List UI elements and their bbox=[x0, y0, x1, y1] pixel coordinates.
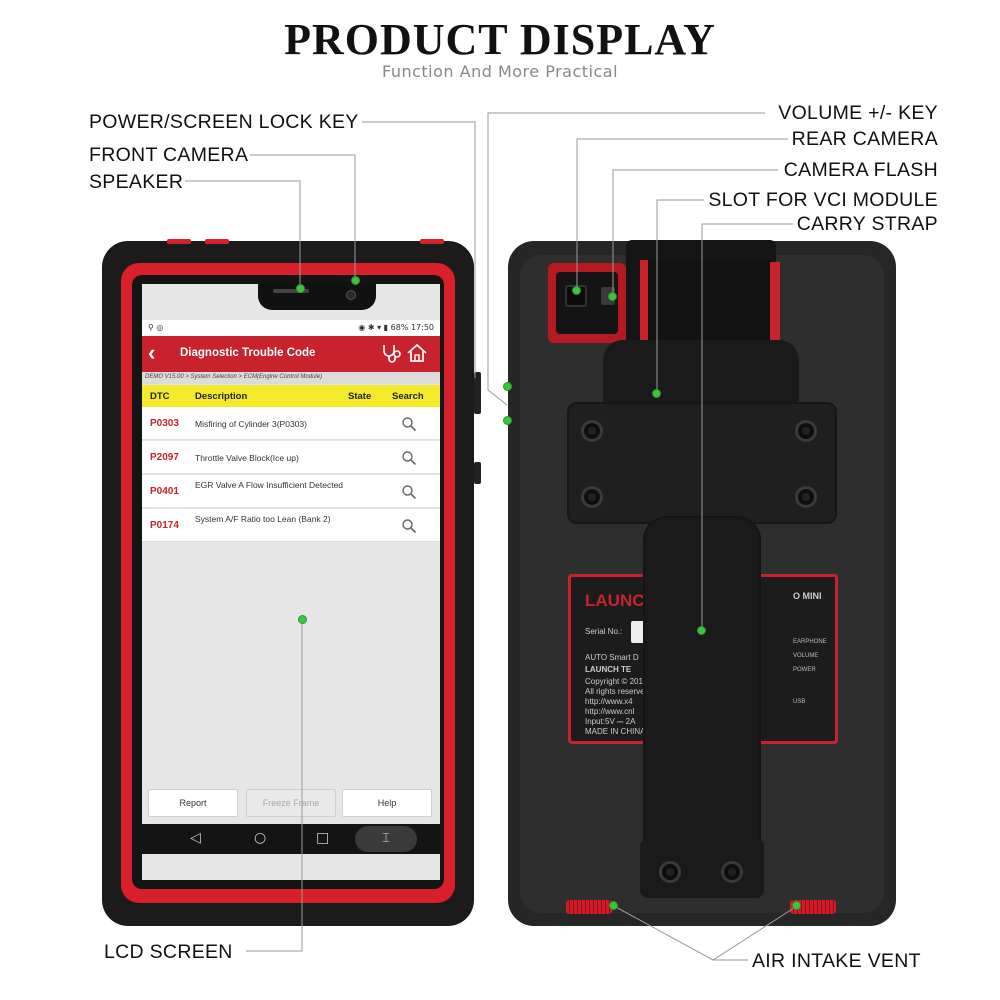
screenshot-button[interactable]: ⌶ bbox=[355, 826, 417, 852]
table-row[interactable]: P0174 System A/F Ratio too Lean (Bank 2) bbox=[142, 509, 440, 542]
air-intake-vent-right bbox=[790, 900, 836, 914]
callout-volume-key: VOLUME +/- KEY bbox=[778, 102, 938, 124]
freeze-frame-button[interactable]: Freeze Frame bbox=[246, 789, 336, 817]
callout-air-vent: AIR INTAKE VENT bbox=[752, 950, 921, 972]
marker-dot-vent-left bbox=[609, 901, 618, 910]
power-button[interactable] bbox=[474, 372, 481, 414]
callout-rear-camera: REAR CAMERA bbox=[791, 128, 938, 150]
port-label: POWER bbox=[793, 667, 816, 673]
back-chevron-icon[interactable]: ‹ bbox=[148, 340, 156, 365]
air-intake-vent-left bbox=[566, 900, 612, 914]
front-top-accent-mid bbox=[205, 239, 229, 244]
col-dtc: DTC bbox=[150, 391, 170, 402]
search-icon[interactable] bbox=[401, 484, 417, 500]
marker-dot-front-camera bbox=[351, 276, 360, 285]
dtc-code: P2097 bbox=[150, 452, 179, 463]
vci-module-label bbox=[640, 260, 770, 340]
table-header: DTC Description State Search bbox=[142, 385, 440, 407]
marker-dot-strap bbox=[697, 626, 706, 635]
nav-home-icon[interactable]: ○ bbox=[254, 830, 267, 846]
marker-dot-volume-down bbox=[503, 416, 512, 425]
dtc-description: Misfiring of Cylinder 3(P0303) bbox=[195, 419, 307, 429]
marker-dot-flash bbox=[608, 292, 617, 301]
dtc-description: Throttle Valve Block(Ice up) bbox=[195, 453, 299, 463]
callout-vci-slot: SLOT FOR VCI MODULE bbox=[708, 189, 938, 211]
app-bar: ‹ Diagnostic Trouble Code bbox=[142, 336, 440, 372]
screen-notch bbox=[258, 282, 376, 310]
stethoscope-icon[interactable] bbox=[380, 343, 402, 363]
carry-strap[interactable] bbox=[643, 516, 761, 846]
label-serial: Serial No.: bbox=[585, 627, 623, 636]
marker-dot-lcd bbox=[298, 615, 307, 624]
label-model: O MINI bbox=[793, 591, 822, 601]
nav-recent-icon[interactable]: □ bbox=[316, 830, 330, 846]
screw bbox=[795, 486, 817, 508]
label-line: LAUNCH TE bbox=[585, 665, 632, 674]
dtc-description: System A/F Ratio too Lean (Bank 2) bbox=[195, 514, 331, 524]
page-title: PRODUCT DISPLAY bbox=[284, 15, 716, 64]
dtc-code: P0303 bbox=[150, 418, 179, 429]
table-row[interactable]: P0401 EGR Valve A Flow Insufficient Dete… bbox=[142, 475, 440, 508]
callout-carry-strap: CARRY STRAP bbox=[796, 213, 938, 235]
callout-lcd-screen: LCD SCREEN bbox=[104, 941, 233, 963]
callout-speaker: SPEAKER bbox=[89, 171, 184, 193]
status-left-icons: ⚲ ◎ bbox=[148, 323, 164, 332]
label-brand: LAUNC bbox=[585, 591, 645, 610]
report-button[interactable]: Report bbox=[148, 789, 238, 817]
label-line: http://www.x4 bbox=[585, 697, 633, 706]
port-label: USB bbox=[793, 699, 806, 705]
label-line: Input:5V ⎓ 2A bbox=[585, 717, 636, 726]
search-icon[interactable] bbox=[401, 518, 417, 534]
table-row[interactable]: P0303 Misfiring of Cylinder 3(P0303) bbox=[142, 407, 440, 440]
strap-mount-plate bbox=[567, 402, 837, 524]
screw bbox=[581, 420, 603, 442]
status-bar: ⚲ ◎ ◉ ✱ ▾ ▮ 68% 17:50 bbox=[142, 320, 440, 336]
front-top-accent-left bbox=[167, 239, 191, 244]
lcd-screen[interactable]: ⚲ ◎ ◉ ✱ ▾ ▮ 68% 17:50 ‹ Diagnostic Troub… bbox=[142, 284, 440, 880]
dtc-code: P0174 bbox=[150, 520, 179, 531]
search-icon[interactable] bbox=[401, 450, 417, 466]
label-line: AUTO Smart D bbox=[585, 653, 639, 662]
label-line: http://www.cnl bbox=[585, 707, 635, 716]
port-label: VOLUME bbox=[793, 653, 819, 659]
label-line: All rights reserved bbox=[585, 687, 650, 696]
label-line: MADE IN CHINA bbox=[585, 727, 646, 736]
callout-power-key: POWER/SCREEN LOCK KEY bbox=[89, 111, 359, 133]
col-search: Search bbox=[392, 391, 424, 402]
breadcrumb: DEMO V15.00 > System Selection > ECM(Eng… bbox=[142, 372, 440, 384]
vci-module-edge bbox=[770, 262, 780, 344]
marker-dot-vent-right bbox=[792, 901, 801, 910]
label-line: Copyright © 2016 bbox=[585, 677, 648, 686]
side-button-lower[interactable] bbox=[474, 462, 481, 484]
port-label: EARPHONE bbox=[793, 639, 827, 645]
help-button[interactable]: Help bbox=[342, 789, 432, 817]
screw bbox=[581, 486, 603, 508]
page-subtitle: Function And More Practical bbox=[381, 62, 619, 81]
screw bbox=[659, 861, 681, 883]
android-nav-bar: ◁ ○ □ ⌶ bbox=[142, 824, 440, 854]
front-top-accent-right bbox=[420, 239, 444, 244]
col-description: Description bbox=[195, 391, 248, 402]
app-title: Diagnostic Trouble Code bbox=[180, 347, 316, 359]
table-row[interactable]: P2097 Throttle Valve Block(Ice up) bbox=[142, 441, 440, 474]
home-icon[interactable] bbox=[406, 343, 428, 363]
dtc-code: P0401 bbox=[150, 486, 179, 497]
screw bbox=[721, 861, 743, 883]
marker-dot-speaker bbox=[296, 284, 305, 293]
marker-dot-volume-up bbox=[503, 382, 512, 391]
dtc-description: EGR Valve A Flow Insufficient Detected bbox=[195, 480, 344, 490]
nav-back-icon[interactable]: ◁ bbox=[190, 830, 201, 846]
marker-dot-vci bbox=[652, 389, 661, 398]
search-icon[interactable] bbox=[401, 416, 417, 432]
speaker-grille bbox=[273, 289, 309, 293]
front-camera-lens bbox=[346, 290, 356, 300]
marker-dot-rear-camera bbox=[572, 286, 581, 295]
status-right-info: ◉ ✱ ▾ ▮ 68% 17:50 bbox=[358, 323, 434, 332]
callout-front-camera: FRONT CAMERA bbox=[89, 144, 249, 166]
screw bbox=[795, 420, 817, 442]
col-state: State bbox=[348, 391, 372, 402]
callout-camera-flash: CAMERA FLASH bbox=[783, 159, 938, 181]
